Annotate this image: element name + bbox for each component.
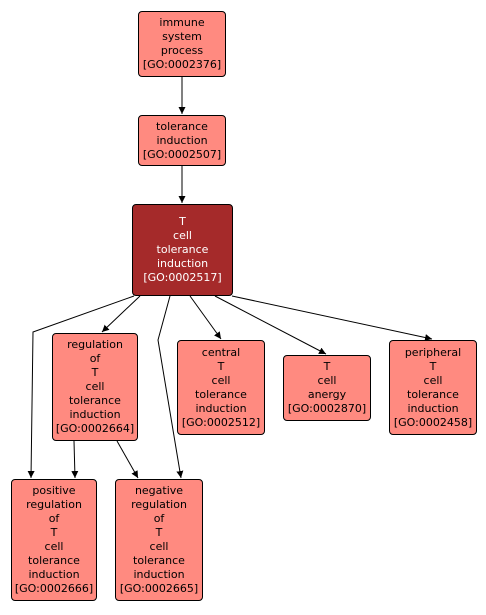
node-label-line: [GO:0002666] (14, 582, 94, 595)
node-label-line: tolerance (28, 554, 80, 567)
node-label-line: T (91, 366, 99, 379)
node-label-line: tolerance (156, 243, 209, 256)
node-label-line: T (179, 215, 186, 228)
node-label-line: [GO:0002665] (119, 582, 199, 595)
node-label-line: [GO:0002664] (55, 422, 135, 435)
node-label-line: tolerance (133, 554, 185, 567)
node-label-line: [GO:0002517] (143, 271, 222, 284)
node-label-line: induction (156, 133, 208, 147)
node-label-line: peripheral (404, 345, 462, 359)
node-label-line: cell (149, 540, 169, 553)
edge-GO-0002664-to-GO-0002666 (71, 440, 79, 479)
node-label-line: induction (156, 257, 209, 270)
node-label-line: system (162, 30, 202, 43)
edge-GO-0002517-to-GO-0002664 (101, 295, 141, 333)
node-label-line: cell (317, 374, 337, 387)
node-label-line: tolerance (195, 387, 247, 401)
node-label-line: induction (28, 568, 80, 581)
node-label-line: negative (134, 484, 184, 497)
node-label-line: of (153, 512, 165, 525)
node-label-line: regulation (131, 498, 187, 511)
node-label-line: tolerance (156, 119, 208, 133)
node-label-line: T (217, 359, 225, 373)
node-label-line: process (160, 44, 204, 57)
node-label-line: cell (85, 380, 105, 393)
node-label-line: T (323, 360, 331, 373)
node-label-line: positive (32, 484, 76, 497)
node-label-line: central (201, 345, 241, 359)
node-label-line: induction (69, 408, 121, 421)
node-label-line: T (50, 526, 58, 539)
node-label-line: induction (133, 568, 185, 581)
node-label-line: induction (407, 401, 459, 415)
node-label-line: T (429, 359, 437, 373)
edge-GO-0002517-to-GO-0002870 (214, 295, 327, 355)
node-label-line: immune (159, 16, 205, 29)
edge-GO-0002517-to-GO-0002458 (231, 295, 433, 341)
edge-GO-0002517-to-GO-0002666 (27, 295, 135, 479)
node-label-line: of (48, 512, 60, 525)
edge-GO-0002517-to-GO-0002512 (189, 295, 222, 340)
node-label-line: cell (423, 373, 443, 387)
edge-GO-0002517-to-GO-0002665 (157, 295, 184, 479)
node-label-line: T (155, 526, 163, 539)
node-label-line: [GO:0002458] (393, 415, 473, 429)
edge-GO-0002664-to-GO-0002665 (116, 440, 139, 479)
node-label-line: induction (195, 401, 247, 415)
node-label-line: cell (44, 540, 64, 553)
node-label-line: [GO:0002512] (181, 415, 261, 429)
node-label-line: cell (173, 229, 192, 242)
node-label-line: regulation (67, 338, 123, 351)
node-label-line: [GO:0002870] (287, 402, 367, 415)
node-label-line: of (89, 352, 101, 365)
node-label-line: [GO:0002376] (142, 58, 222, 71)
node-label-line: tolerance (407, 387, 459, 401)
node-label-line: anergy (307, 388, 347, 401)
node-label-line: [GO:0002507] (142, 147, 222, 161)
node-label-line: regulation (26, 498, 82, 511)
node-label-line: tolerance (69, 394, 121, 407)
node-label-line: cell (211, 373, 231, 387)
